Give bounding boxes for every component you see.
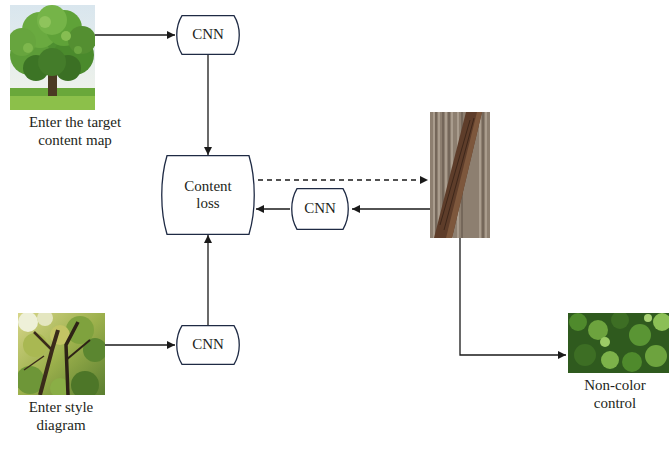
leaf-photo: [568, 313, 669, 373]
process-box: CNN: [175, 325, 241, 365]
box-outline: [177, 326, 240, 365]
bark-photo: [446, 112, 482, 238]
tree-photo: [23, 43, 33, 53]
box-label: CNN: [192, 336, 224, 353]
style-photo: [37, 313, 53, 326]
box-label: CNN: [304, 200, 336, 217]
image-slot: [18, 313, 105, 395]
image-caption: Enter the target content map: [10, 113, 140, 149]
leaf-photo: [645, 345, 667, 367]
leaf-photo: [611, 313, 629, 329]
tree-photo: [74, 46, 82, 54]
box-outline: [177, 16, 240, 55]
process-box: Content loss: [160, 155, 256, 235]
leaf-photo: [644, 314, 652, 322]
bark-photo: [434, 112, 482, 238]
leaf-photo: [622, 352, 642, 372]
style-photo: [34, 332, 52, 350]
flow-arrow: [352, 208, 430, 209]
style-photo: [66, 340, 90, 360]
image-panel: Enter style diagram: [5, 313, 117, 434]
style-photo: [71, 371, 99, 395]
tree-photo: [10, 5, 95, 110]
bark-photo: [430, 112, 490, 238]
leaf-photo: [600, 337, 610, 347]
box-outline: [162, 156, 255, 235]
flow-arrow: [460, 238, 566, 355]
box-label: CNN: [192, 26, 224, 43]
tree-photo: [68, 26, 95, 54]
tree-photo: [37, 5, 67, 35]
flow-arrow: [256, 208, 290, 209]
style-photo: [18, 313, 38, 332]
box-label: Content loss: [176, 178, 240, 213]
style-photo: [83, 338, 105, 362]
dashed-arrow: [258, 179, 428, 180]
flow-arrow: [207, 235, 208, 325]
style-photo: [18, 313, 105, 395]
bark-photo: [434, 112, 486, 238]
image-caption: Non-color control: [565, 376, 665, 412]
flow-arrow: [207, 55, 208, 155]
tree-photo: [61, 31, 71, 41]
leaf-photo: [629, 324, 651, 346]
process-box: CNN: [290, 188, 350, 230]
image-caption: Enter style diagram: [5, 398, 117, 434]
process-box: CNN: [175, 15, 241, 55]
tree-photo: [10, 5, 95, 110]
tree-photo: [39, 16, 51, 28]
tree-photo: [10, 96, 95, 110]
bark-photo: [430, 112, 490, 238]
image-slot: [568, 313, 669, 373]
style-photo: [24, 356, 44, 370]
tree-photo: [38, 48, 66, 76]
image-panel: Non-color control: [565, 313, 665, 412]
flow-arrow: [95, 34, 175, 35]
image-slot: [10, 5, 95, 110]
style-photo: [23, 333, 47, 357]
flow-arrow: [105, 344, 175, 345]
bark-photo: [440, 118, 474, 230]
tree-photo: [10, 28, 36, 56]
leaf-photo: [653, 313, 669, 331]
leaf-photo: [574, 344, 596, 366]
leaf-photo: [569, 313, 587, 331]
leaf-photo: [601, 351, 619, 369]
image-panel: Enter the target content map: [10, 5, 140, 149]
box-outline: [292, 189, 349, 230]
